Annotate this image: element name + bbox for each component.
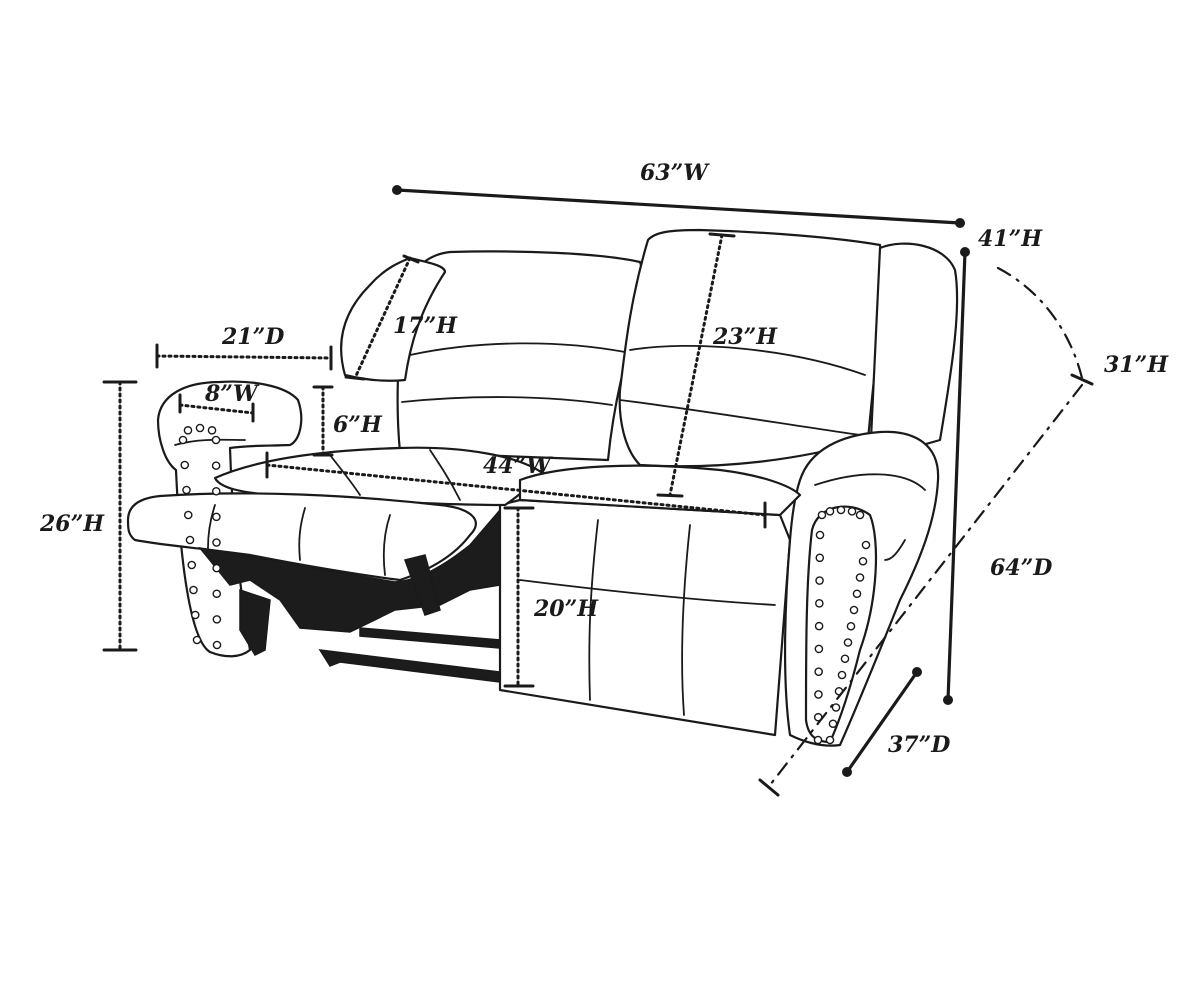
nailhead-stud: [825, 735, 835, 745]
nailhead-stud: [831, 703, 841, 712]
nailhead-stud: [189, 585, 198, 595]
nailhead-stud: [858, 556, 868, 566]
nailhead-stud: [180, 460, 190, 470]
overall-width-line: [395, 188, 962, 225]
right-arm-stud-panel: [804, 505, 878, 744]
overall-width-label: 63”W: [640, 160, 710, 186]
nailhead-stud: [183, 426, 193, 435]
back-cushion-height-label: 23”H: [712, 324, 778, 350]
reclined-depth-line: [768, 383, 1084, 787]
nailhead-stud: [852, 589, 862, 599]
nailhead-stud: [815, 576, 824, 585]
headrest-height-line: [353, 256, 412, 380]
nailhead-stud: [815, 553, 825, 563]
seat-height-label: 20”H: [533, 596, 599, 622]
nailhead-stud: [183, 510, 193, 520]
nailhead-stud: [825, 507, 835, 516]
nailhead-stud: [207, 426, 217, 435]
mechanism-bar-2: [359, 627, 501, 649]
overall-height-label: 41”H: [978, 226, 1043, 252]
seat-width-line: [265, 463, 767, 517]
right-arm-back: [868, 242, 959, 462]
back-height-arc: [996, 266, 1084, 380]
nailhead-stud: [212, 615, 222, 624]
nailhead-stud: [212, 512, 221, 522]
back-cushion-height-line: [668, 233, 724, 497]
footrest-depth-line: [155, 354, 333, 360]
headrest-height-label: 17”H: [393, 313, 458, 339]
reclined-depth-label: 64”D: [990, 555, 1052, 581]
back-height-label: 31”H: [1104, 352, 1169, 378]
arm-width-label: 8”W: [204, 381, 260, 407]
nailhead-stud: [192, 635, 202, 645]
nailhead-stud: [814, 621, 824, 631]
arm-height-label: 26”H: [39, 511, 105, 537]
nailhead-stud: [195, 423, 205, 433]
nailhead-stud: [211, 486, 221, 496]
nailhead-stud: [855, 510, 865, 520]
nailhead-stud: [212, 538, 221, 547]
nailhead-stud: [212, 640, 222, 650]
loveseat-drawing: [126, 228, 959, 747]
nailhead-stud: [836, 505, 846, 515]
nailhead-stud: [828, 719, 838, 729]
depth-line: [845, 670, 919, 774]
nailhead-stud: [861, 540, 871, 550]
nailhead-stud: [814, 667, 823, 676]
right-seat-cushion: [518, 464, 802, 517]
nailhead-stud: [846, 621, 856, 631]
nailhead-stud: [185, 535, 195, 545]
nailhead-stud: [815, 530, 825, 540]
overall-height-line: [946, 250, 967, 702]
depth-label: 37”D: [888, 732, 950, 758]
arm-width-line: [178, 403, 255, 415]
nailhead-stud: [211, 461, 221, 470]
nailhead-studs: [178, 423, 871, 745]
nailhead-stud: [843, 638, 853, 647]
nailhead-stud: [840, 654, 850, 664]
dimension-labels: 63”W 41”H 31”H 64”D 37”D 44”W 23”H 17”H …: [39, 160, 1169, 758]
nailhead-stud: [187, 560, 197, 570]
nailhead-stud: [815, 599, 824, 608]
nailhead-stud: [178, 435, 188, 445]
nailhead-stud: [211, 435, 221, 445]
nailhead-stud: [814, 690, 823, 699]
nailhead-stud: [837, 670, 847, 680]
footrest-depth-label: 21”D: [221, 324, 284, 350]
nailhead-stud: [190, 610, 200, 620]
mechanism-bar-1: [318, 649, 501, 683]
nailhead-stud: [814, 644, 824, 654]
nailhead-stud: [813, 735, 823, 745]
nailhead-stud: [855, 573, 865, 582]
dimension-lines: [102, 185, 1094, 797]
arm-height-above-seat-label: 6”H: [333, 412, 383, 438]
nailhead-stud: [849, 605, 859, 615]
nailhead-stud: [212, 563, 221, 573]
seat-width-label: 44”W: [483, 453, 553, 479]
nailhead-stud: [212, 589, 222, 599]
nailhead-stud: [847, 507, 857, 516]
nailhead-stud: [182, 485, 191, 495]
nailhead-stud: [817, 510, 827, 520]
